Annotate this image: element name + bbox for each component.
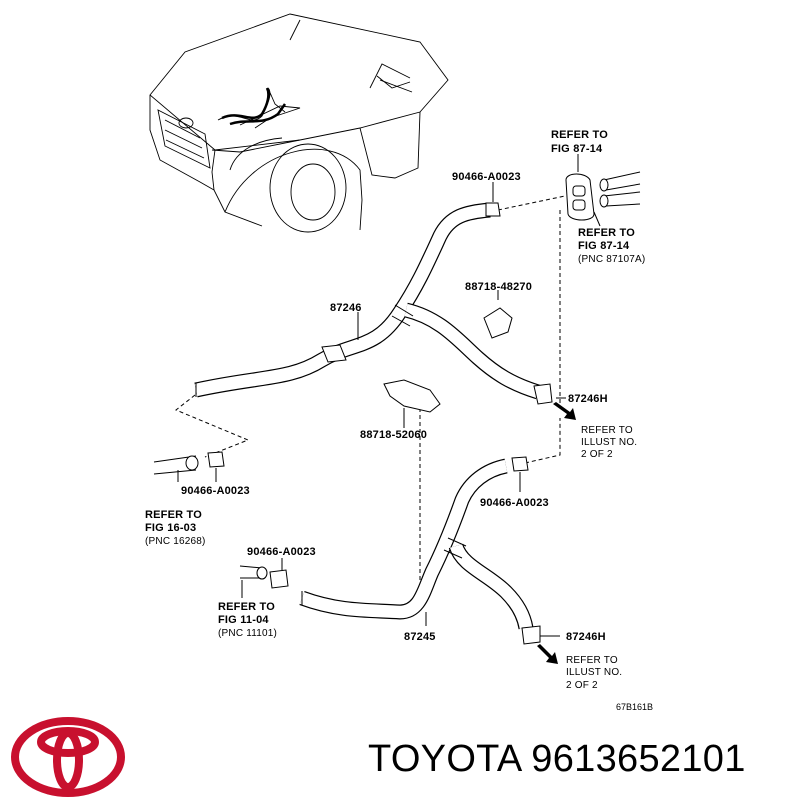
label-87246: 87246 bbox=[330, 302, 362, 314]
label-87246H-bottom: 87246H bbox=[566, 631, 606, 643]
arrow-top-icon bbox=[553, 402, 576, 420]
ref-fig16-3: (PNC 16268) bbox=[145, 536, 206, 547]
ref-illust-top-2: ILLUST NO. bbox=[581, 437, 637, 448]
label-leaders bbox=[177, 154, 601, 637]
hose-87246 bbox=[194, 202, 541, 400]
clamp-right-lower-icon bbox=[521, 625, 541, 645]
ref-fig87-top-1: REFER TO bbox=[551, 129, 608, 141]
ref-fig11-1: REFER TO bbox=[218, 601, 275, 613]
brand-part-number: TOYOTA 9613652101 bbox=[368, 738, 746, 780]
heater-coupling bbox=[565, 171, 641, 221]
clamp-upper-hose-icon bbox=[321, 344, 347, 363]
ref-fig87-right-1: REFER TO bbox=[578, 227, 635, 239]
label-88718-48270: 88718-48270 bbox=[465, 281, 532, 293]
label-87245: 87245 bbox=[404, 631, 436, 643]
clamp-lower-left-icon bbox=[269, 569, 289, 589]
pipe-stubs bbox=[153, 455, 268, 580]
brand-row: TOYOTA 9613652101 bbox=[0, 712, 800, 800]
ref-fig16-1: REFER TO bbox=[145, 509, 202, 521]
ref-illust-bottom-3: 2 OF 2 bbox=[566, 680, 598, 691]
car-front-illustration bbox=[149, 13, 449, 233]
hose-87245 bbox=[299, 458, 534, 630]
clamp-top-icon bbox=[485, 202, 501, 217]
ref-illust-bottom-1: REFER TO bbox=[566, 655, 618, 666]
label-90466-top: 90466-A0023 bbox=[452, 171, 521, 183]
ref-illust-bottom-2: ILLUST NO. bbox=[566, 667, 622, 678]
label-90466-left: 90466-A0023 bbox=[181, 485, 250, 497]
dashed-leaders bbox=[175, 195, 566, 602]
bracket-88718-52060-icon bbox=[383, 379, 441, 413]
arrow-bottom-icon bbox=[537, 644, 558, 664]
ref-fig11-2: FIG 11-04 bbox=[218, 614, 269, 626]
clamp-right-upper-icon bbox=[533, 383, 553, 405]
ref-illust-top-3: 2 OF 2 bbox=[581, 449, 613, 460]
figure-code: 67B161B bbox=[616, 702, 653, 712]
clamp-mid-icon bbox=[511, 456, 529, 472]
label-87246H-top: 87246H bbox=[568, 393, 608, 405]
bracket-88718-48270-icon bbox=[483, 307, 513, 339]
label-88718-52060: 88718-52060 bbox=[360, 429, 427, 441]
ref-fig11-3: (PNC 11101) bbox=[218, 628, 277, 639]
label-90466-bottom: 90466-A0023 bbox=[247, 546, 316, 558]
ref-fig87-right-2: FIG 87-14 bbox=[578, 240, 630, 252]
ref-illust-top-1: REFER TO bbox=[581, 425, 633, 436]
hose-clamps bbox=[207, 202, 553, 645]
ref-fig16-2: FIG 16-03 bbox=[145, 522, 196, 534]
part-labels: 90466-A0023 REFER TO FIG 87-14 REFER TO … bbox=[145, 129, 653, 712]
ref-fig87-right-3: (PNC 87107A) bbox=[578, 254, 645, 265]
toyota-logo-icon bbox=[11, 717, 125, 797]
ref-fig87-top-2: FIG 87-14 bbox=[551, 143, 603, 155]
clamp-left-icon bbox=[207, 451, 225, 468]
label-90466-mid: 90466-A0023 bbox=[480, 497, 549, 509]
